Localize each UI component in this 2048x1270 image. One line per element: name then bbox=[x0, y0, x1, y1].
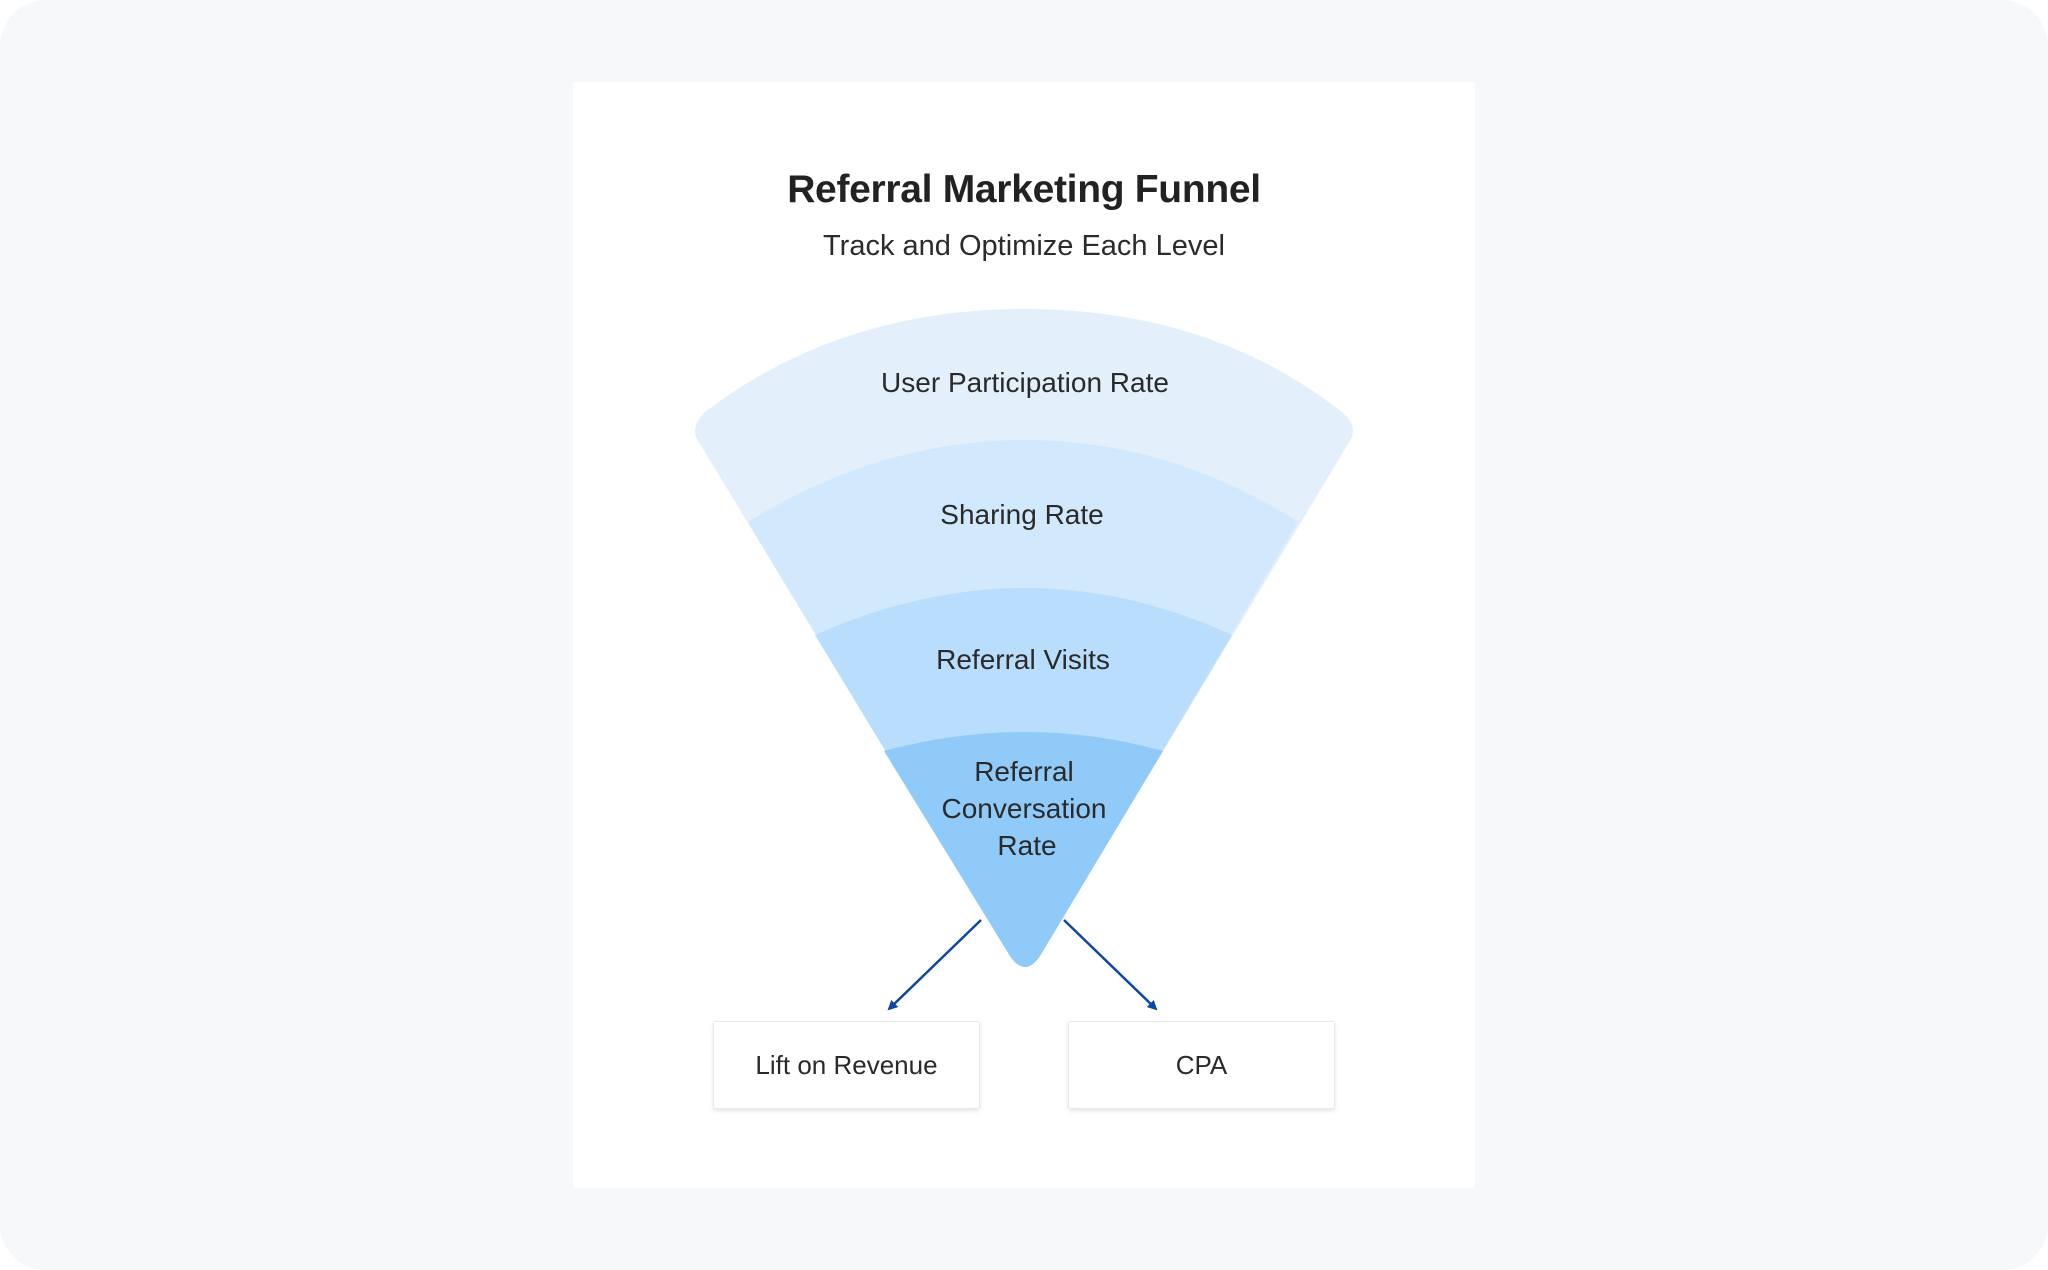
stage-label-sharing-rate: Sharing Rate bbox=[940, 499, 1104, 530]
diagram-subtitle: Track and Optimize Each Level bbox=[823, 230, 1225, 262]
stage-label-referral-conversation-rate: Referral Conversation Rate bbox=[942, 753, 1107, 864]
outcome-label: Lift on Revenue bbox=[755, 1049, 938, 1080]
stage-label-referral-visits: Referral Visits bbox=[936, 644, 1110, 675]
funnel-stage-4 bbox=[884, 732, 1163, 967]
stage-label-line-1: Referral bbox=[974, 756, 1074, 787]
outcome-box-lift-on-revenue: Lift on Revenue bbox=[713, 1021, 980, 1109]
stage-label-user-participation-rate: User Participation Rate bbox=[881, 367, 1169, 398]
stage-label-line-3: Rate bbox=[997, 830, 1057, 861]
arrow-to-cpa bbox=[1063, 919, 1158, 1011]
outcome-label: CPA bbox=[1175, 1049, 1228, 1080]
outcome-box-cpa: CPA bbox=[1068, 1021, 1335, 1109]
stage-label-line-2: Conversation bbox=[941, 793, 1107, 824]
arrow-to-lift-on-revenue bbox=[887, 919, 982, 1011]
diagram-title: Referral Marketing Funnel bbox=[787, 168, 1261, 211]
